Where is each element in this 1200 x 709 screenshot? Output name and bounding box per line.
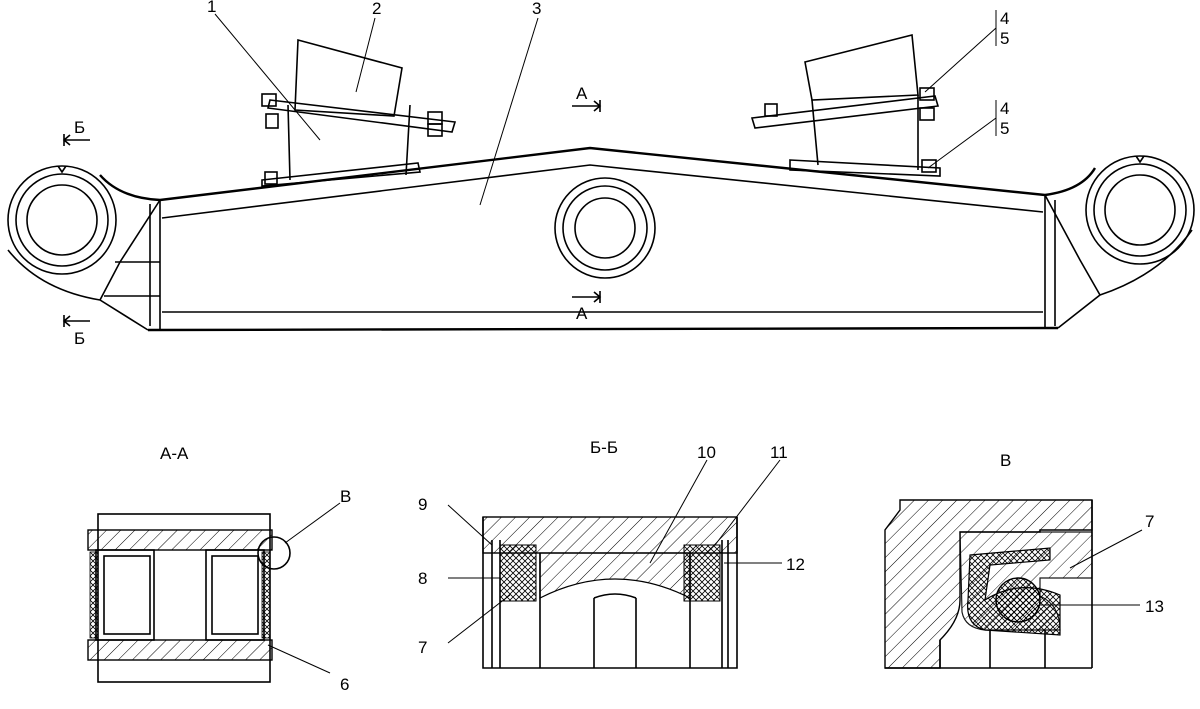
beam-main-view [7, 10, 1195, 332]
callout-12: 12 [786, 555, 805, 574]
callout-7-v: 7 [1145, 512, 1154, 531]
callout-7-bb: 7 [418, 638, 427, 657]
callout-4-lower: 4 [1000, 99, 1009, 118]
right-eye-outer [1085, 155, 1195, 265]
callout-9: 9 [418, 495, 427, 514]
callout-4-upper: 4 [1000, 9, 1009, 28]
callout-5-upper: 5 [1000, 29, 1009, 48]
detail-v [884, 499, 1143, 669]
section-mark-a-bottom: А [576, 304, 588, 323]
right-flange-plate [750, 95, 940, 129]
section-bb-title: Б-Б [590, 438, 618, 457]
callout-3: 3 [532, 0, 541, 18]
callout-6: 6 [340, 675, 349, 694]
callout-11: 11 [770, 443, 788, 462]
left-eye-outer [7, 165, 117, 275]
section-bb [447, 459, 782, 669]
section-aa [87, 502, 341, 683]
left-flange-plate [267, 99, 457, 133]
callout-5-lower: 5 [1000, 119, 1009, 138]
callout-1: 1 [207, 0, 216, 16]
callout-8: 8 [418, 569, 427, 588]
callout-13: 13 [1145, 597, 1164, 616]
callout-2: 2 [372, 0, 381, 18]
beam-top-edge [99, 146, 1097, 202]
section-mark-b-top: Б [74, 118, 85, 137]
section-mark-b-bottom: Б [74, 329, 85, 348]
detail-mark-v: В [340, 487, 351, 506]
section-aa-title: А-А [160, 444, 189, 463]
section-v-title: В [1000, 451, 1011, 470]
callout-10: 10 [697, 443, 716, 462]
section-mark-a-top: А [576, 84, 588, 103]
